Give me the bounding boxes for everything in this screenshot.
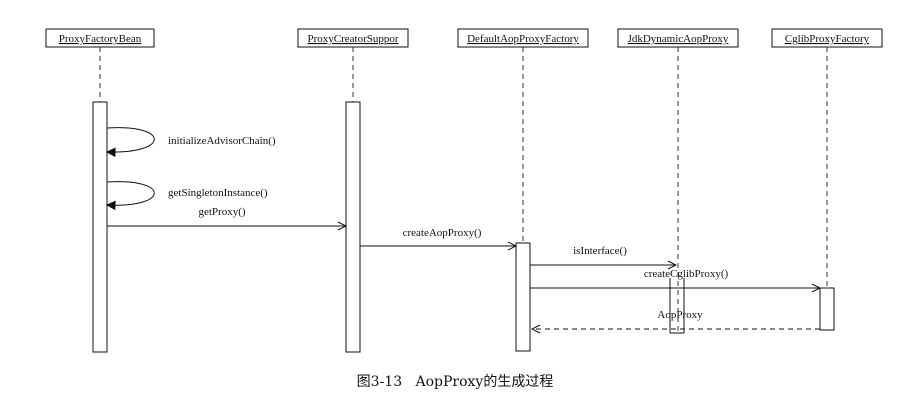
participant-jdk-dynamic-aop-proxy: JdkDynamicAopProxy	[617, 28, 739, 48]
participant-label: CglibProxyFactory	[785, 33, 870, 45]
participant-proxy-creator-support: ProxyCreatorSuppor	[297, 28, 409, 48]
participant-proxy-factory-bean: ProxyFactoryBean	[45, 28, 155, 48]
participant-label: ProxyFactoryBean	[59, 33, 142, 45]
activation-cglib-proxy-factory	[819, 287, 835, 331]
message-get-singleton-instance: getSingletonInstance()	[168, 187, 268, 199]
message-aop-proxy-return: AopProxy	[657, 309, 703, 321]
figure-caption: 图3-13 AopProxy的生成过程	[357, 374, 554, 390]
participant-default-aop-proxy-factory: DefaultAopProxyFactory	[457, 28, 589, 48]
self-call-get-singleton-instance	[107, 181, 155, 206]
message-get-proxy: getProxy()	[198, 206, 245, 218]
self-call-initialize-advisor-chain	[107, 127, 155, 152]
participant-label: DefaultAopProxyFactory	[467, 33, 579, 45]
message-create-cglib-proxy: createCglibProxy()	[644, 268, 729, 280]
activation-default-aop-proxy-factory	[515, 242, 531, 352]
activation-proxy-creator-support	[345, 101, 361, 353]
message-is-interface: isInterface()	[573, 245, 627, 257]
participant-label: JdkDynamicAopProxy	[628, 33, 729, 45]
participant-cglib-proxy-factory: CglibProxyFactory	[771, 28, 883, 48]
participant-label: ProxyCreatorSuppor	[307, 33, 398, 45]
message-create-aop-proxy: createAopProxy()	[403, 227, 482, 239]
message-initialize-advisor-chain: initializeAdvisorChain()	[168, 135, 276, 147]
activation-proxy-factory-bean	[92, 101, 108, 353]
